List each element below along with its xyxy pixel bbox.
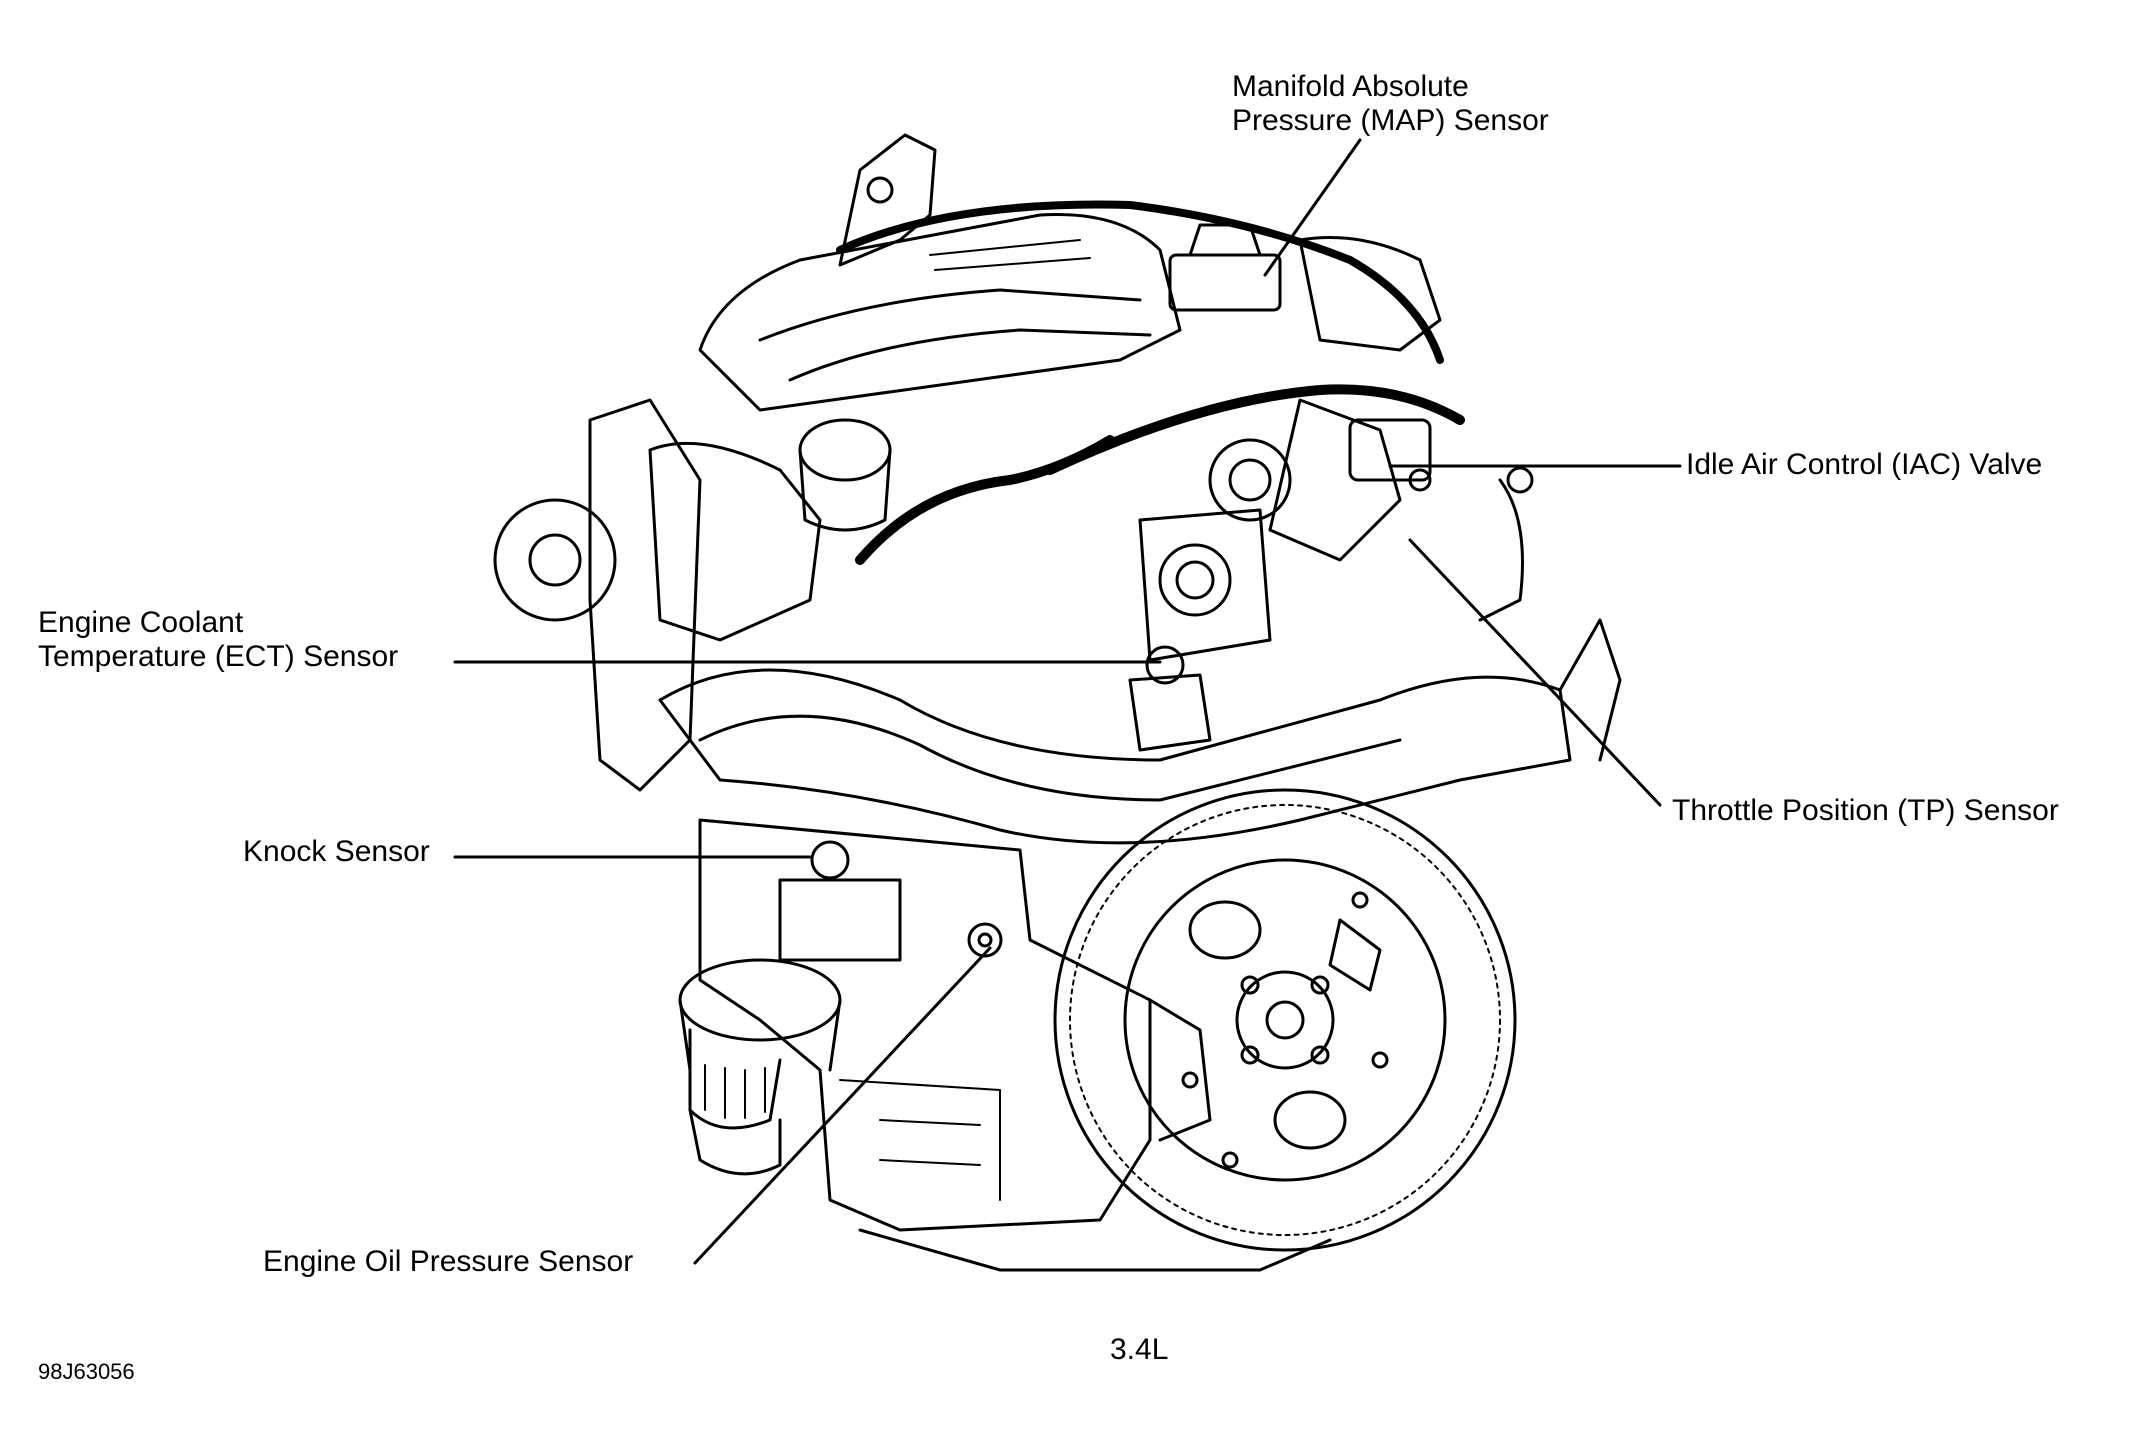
engine-illustration bbox=[493, 133, 1622, 1272]
iac-valve-label: Idle Air Control (IAC) Valve bbox=[1686, 448, 2043, 481]
ect-sensor-label: Engine Coolant Temperature (ECT) Sensor bbox=[38, 606, 398, 674]
map-sensor-label-line2: Pressure (MAP) Sensor bbox=[1232, 104, 1549, 137]
oil-pressure-sensor-leader bbox=[693, 946, 992, 1265]
engine-caption: 3.4L bbox=[1110, 1333, 1169, 1366]
ect-sensor-label-line1: Engine Coolant bbox=[38, 606, 244, 639]
oil-pressure-sensor-label: Engine Oil Pressure Sensor bbox=[263, 1245, 634, 1278]
map-sensor-leader bbox=[1263, 138, 1362, 277]
figure-id: 98J63056 bbox=[38, 1359, 135, 1384]
knock-sensor-label: Knock Sensor bbox=[243, 835, 430, 868]
tp-sensor-label: Throttle Position (TP) Sensor bbox=[1672, 794, 2059, 827]
map-sensor-label: Manifold Absolute Pressure (MAP) Sensor bbox=[1232, 70, 1549, 138]
tp-sensor-leader bbox=[1408, 538, 1662, 807]
ect-sensor-label-line2: Temperature (ECT) Sensor bbox=[38, 640, 399, 673]
map-sensor-label-line1: Manifold Absolute bbox=[1232, 70, 1469, 103]
